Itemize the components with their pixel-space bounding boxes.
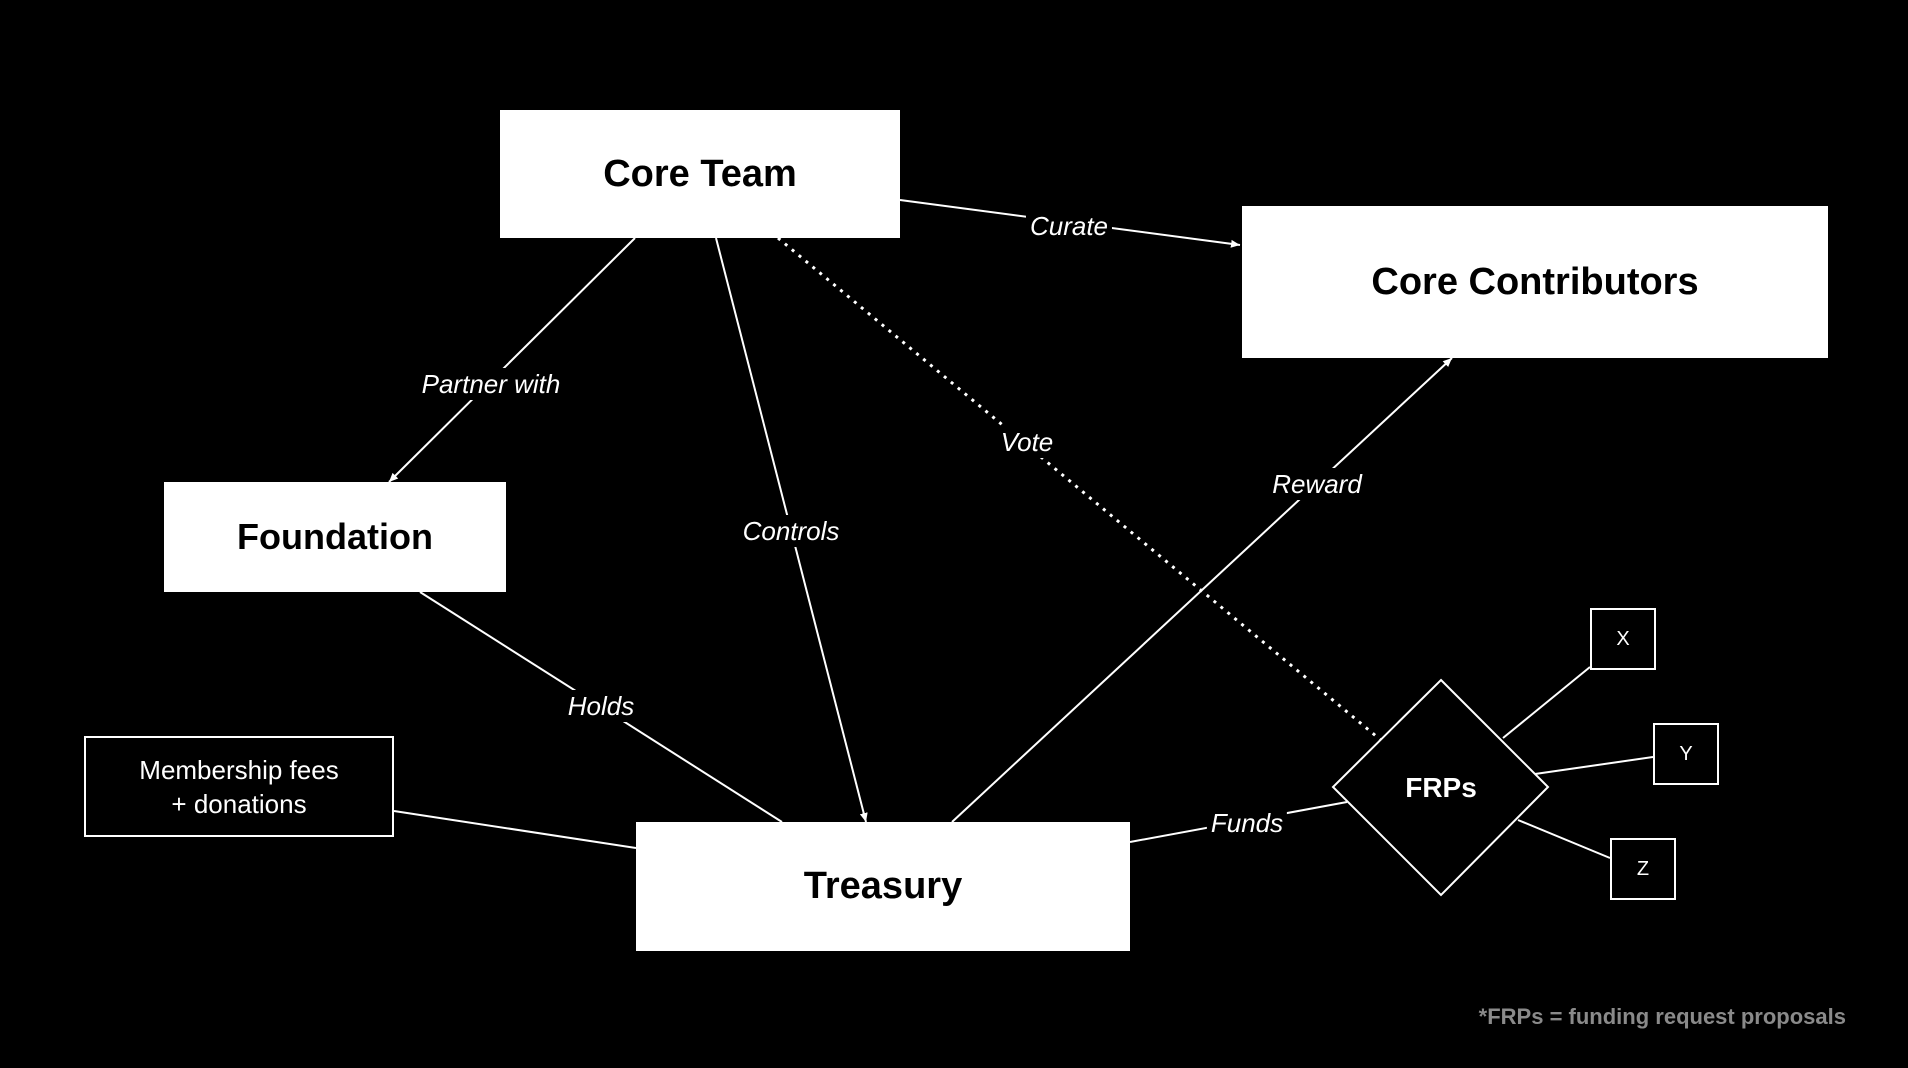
node-frps-label[interactable]: FRPs: [1405, 772, 1477, 803]
node-core-contributors[interactable]: Core Contributors: [1242, 206, 1828, 358]
edge-frps-y-line: [1534, 756, 1654, 775]
edge-frps-z-line: [1517, 819, 1611, 859]
edge-reward-line: [951, 357, 1453, 823]
frps-diamond-shape: [1331, 678, 1550, 897]
edge-label-partner-with: Partner with: [417, 368, 565, 400]
node-treasury[interactable]: Treasury: [636, 822, 1130, 951]
edge-label-controls: Controls: [738, 515, 844, 547]
node-foundation[interactable]: Foundation: [164, 482, 506, 592]
edge-label-vote: Vote: [996, 426, 1058, 458]
edge-label-funds: Funds: [1206, 807, 1288, 839]
edge-label-reward: Reward: [1268, 468, 1366, 500]
node-y[interactable]: Y: [1653, 723, 1719, 785]
node-core-team[interactable]: Core Team: [500, 110, 900, 238]
edge-partner-with-line: [388, 237, 636, 483]
node-x[interactable]: X: [1590, 608, 1656, 670]
edge-label-holds: Holds: [563, 690, 639, 722]
edge-frps-x-line: [1502, 666, 1591, 739]
node-z[interactable]: Z: [1610, 838, 1676, 900]
edge-label-curate: Curate: [1025, 210, 1113, 242]
edge-membership-line: [393, 810, 637, 849]
footnote: *FRPs = funding request proposals: [1478, 1004, 1846, 1029]
node-membership-fees-donations[interactable]: Membership fees + donations: [84, 736, 394, 837]
